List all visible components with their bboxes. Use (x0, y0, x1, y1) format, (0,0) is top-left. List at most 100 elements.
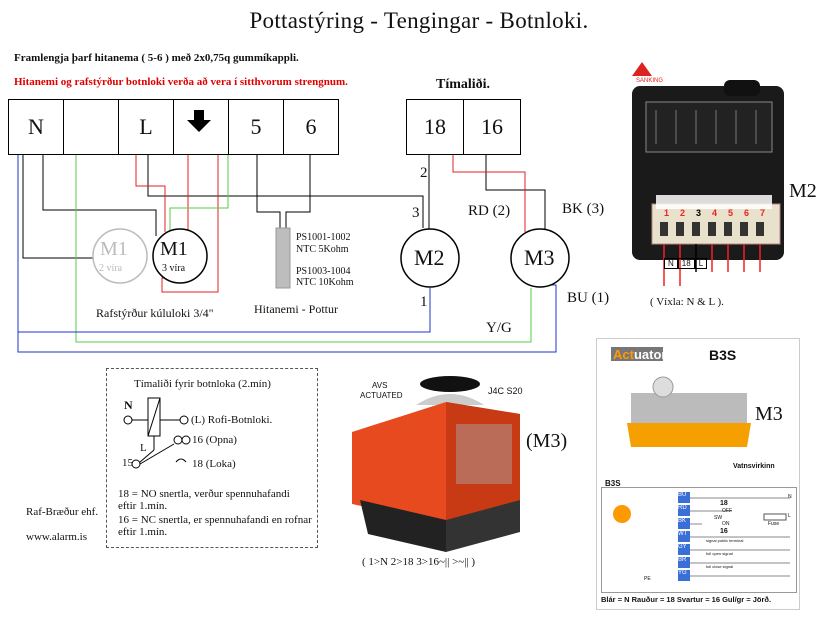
terminal-5-label: 5 (250, 114, 262, 139)
terminal-18-label: 18 (424, 114, 446, 139)
pin-7: 7 (760, 208, 766, 218)
b3s-section: B3S (605, 479, 621, 488)
row-bk: BK (678, 518, 690, 529)
b3s-tag16: 16 (720, 528, 728, 535)
wire-label-rd: RD (2) (468, 203, 511, 219)
b3s-l: L (788, 513, 791, 519)
row-gy: GY (678, 544, 690, 555)
m2-label: M2 (414, 245, 445, 270)
sensor-spec-2: NTC 5Kohm (296, 244, 349, 255)
sanking-brand: SANKING (636, 78, 664, 84)
timer-box-heading: Tímaliði fyrir botnloka (2.mín) (134, 378, 271, 390)
timer-n: N (124, 398, 133, 412)
terminal-l: L (118, 99, 174, 155)
b3s-brand-bg (611, 347, 663, 361)
m3-caption: ( 1>N 2>18 3>16~|| >~|| ) (362, 556, 476, 568)
terminal-16: 16 (463, 99, 521, 155)
m1-black-circle (152, 228, 208, 284)
sensor-spec-4: NTC 10Kohm (296, 277, 354, 288)
b3s-sig3: full close signal (706, 564, 734, 569)
b3s-wiring: BU RD BK WT GY BR YG 18 OFF SW ON Fuse N… (601, 487, 797, 593)
row-yg: YG (678, 570, 690, 581)
pin-4: 4 (712, 208, 718, 218)
wire-label-1: 1 (420, 294, 428, 310)
pin-strip-l: L (694, 258, 708, 269)
b3s-fuse: Fuse (768, 521, 780, 527)
b3s-tag18: 18 (720, 500, 728, 507)
terminal-earth (63, 99, 119, 155)
b3s-on: ON (722, 521, 730, 527)
wire-n-to-m1b (42, 155, 157, 236)
timer-box (106, 368, 318, 548)
b3s-sig2: full open signal (706, 551, 733, 556)
sensor-probe (275, 227, 291, 289)
company-name: Raf-Bræður ehf. (26, 506, 99, 518)
b3s-sw: SW (714, 515, 723, 521)
b3s-actuator-art (627, 376, 751, 447)
m2-photo-art (632, 62, 786, 290)
m2-caption: ( Víxla: N & L ). (650, 296, 724, 308)
b3s-card: Actuator B3S M3 Vatnsvirkinn B3S BU RD B… (596, 338, 800, 610)
row-rd: RD (678, 505, 690, 516)
timer-note-3: 16 = NC snertla, er spennuhafandi en rof… (118, 514, 312, 526)
wire-18-red (452, 155, 526, 232)
row-br: BR (678, 557, 690, 568)
terminal-l-label: L (139, 114, 153, 139)
avs-sub: ACTUATED (360, 391, 403, 400)
m1-black-sub: 3 víra (162, 263, 186, 274)
wire-label-3: 3 (412, 205, 420, 221)
wire-l-black (147, 155, 424, 228)
terminal-arrow (173, 99, 229, 155)
m1-gray-name: M1 (100, 238, 128, 260)
pin-3: 3 (696, 208, 702, 218)
terminal-n-label: N (28, 114, 44, 139)
pin-2: 2 (680, 208, 686, 218)
b3s-rows: BU RD BK WT GY BR YG (678, 492, 690, 581)
page-title: Pottastýring - Tengingar - Botnloki. (249, 8, 589, 33)
pin-strip-n: N (664, 258, 678, 269)
wire-16-black (485, 155, 546, 232)
b3s-subtitle: Vatnsvirkinn (733, 463, 775, 470)
terminal-18: 18 (406, 99, 464, 155)
m2-pin-strip: N 18 L (664, 258, 744, 269)
avs-model: J4C S20 (488, 386, 523, 396)
terminal-16-label: 16 (481, 114, 503, 139)
pin-5: 5 (728, 208, 734, 218)
pin-strip-18: 18 (677, 258, 695, 269)
wire-m2-blue (18, 288, 431, 333)
m3-label: M3 (524, 245, 555, 270)
pin-6: 6 (744, 208, 750, 218)
sensor-spec-1: PS1001-1002 (296, 232, 351, 243)
wire-sensor-5 (256, 155, 281, 228)
b3s-wiring-art (613, 497, 790, 577)
timer-heading: Tímaliði. (436, 77, 491, 92)
valve-caption: Rafstýrður kúluloki 3/4" (96, 306, 214, 320)
wire-earth-green (75, 155, 532, 343)
m3-photo-label: (M3) (526, 430, 568, 452)
m2-photo: SANKING M2 N 18 L ( Víxla: N & L ). (626, 62, 817, 308)
b3s-off: OFF (722, 508, 732, 514)
terminal-5: 5 (228, 99, 284, 155)
wire-label-bu: BU (1) (567, 290, 610, 306)
company-website[interactable]: www.alarm.is (26, 531, 87, 543)
m1-black-name: M1 (160, 238, 188, 260)
timer-15: 15 (122, 457, 133, 469)
b3s-n: N (788, 494, 792, 500)
wire-arrow-green (169, 155, 229, 236)
wire-label-2: 2 (420, 165, 428, 181)
warning-note: Hitanemi og rafstýrður botnloki verða að… (14, 76, 348, 88)
wire-l-red (135, 155, 166, 232)
extension-note: Framlengja þarf hitanema ( 5-6 ) með 2x0… (14, 52, 299, 64)
b3s-label: M3 (755, 403, 783, 425)
wire-label-yg: Y/G (486, 320, 512, 336)
b3s-model: B3S (709, 347, 737, 363)
terminal-6: 6 (283, 99, 339, 155)
timer-output-3: 18 (Loka) (192, 458, 236, 470)
avs-brand: AVS (372, 381, 388, 390)
timer-output-2: 16 (Opna) (192, 434, 237, 446)
m1-gray-sub: 2 víra (99, 263, 123, 274)
timer-note-4: eftir 1.mín. (118, 526, 168, 538)
m1-gray-circle (92, 228, 148, 284)
b3s-sig1: signal public terminal (706, 538, 744, 543)
